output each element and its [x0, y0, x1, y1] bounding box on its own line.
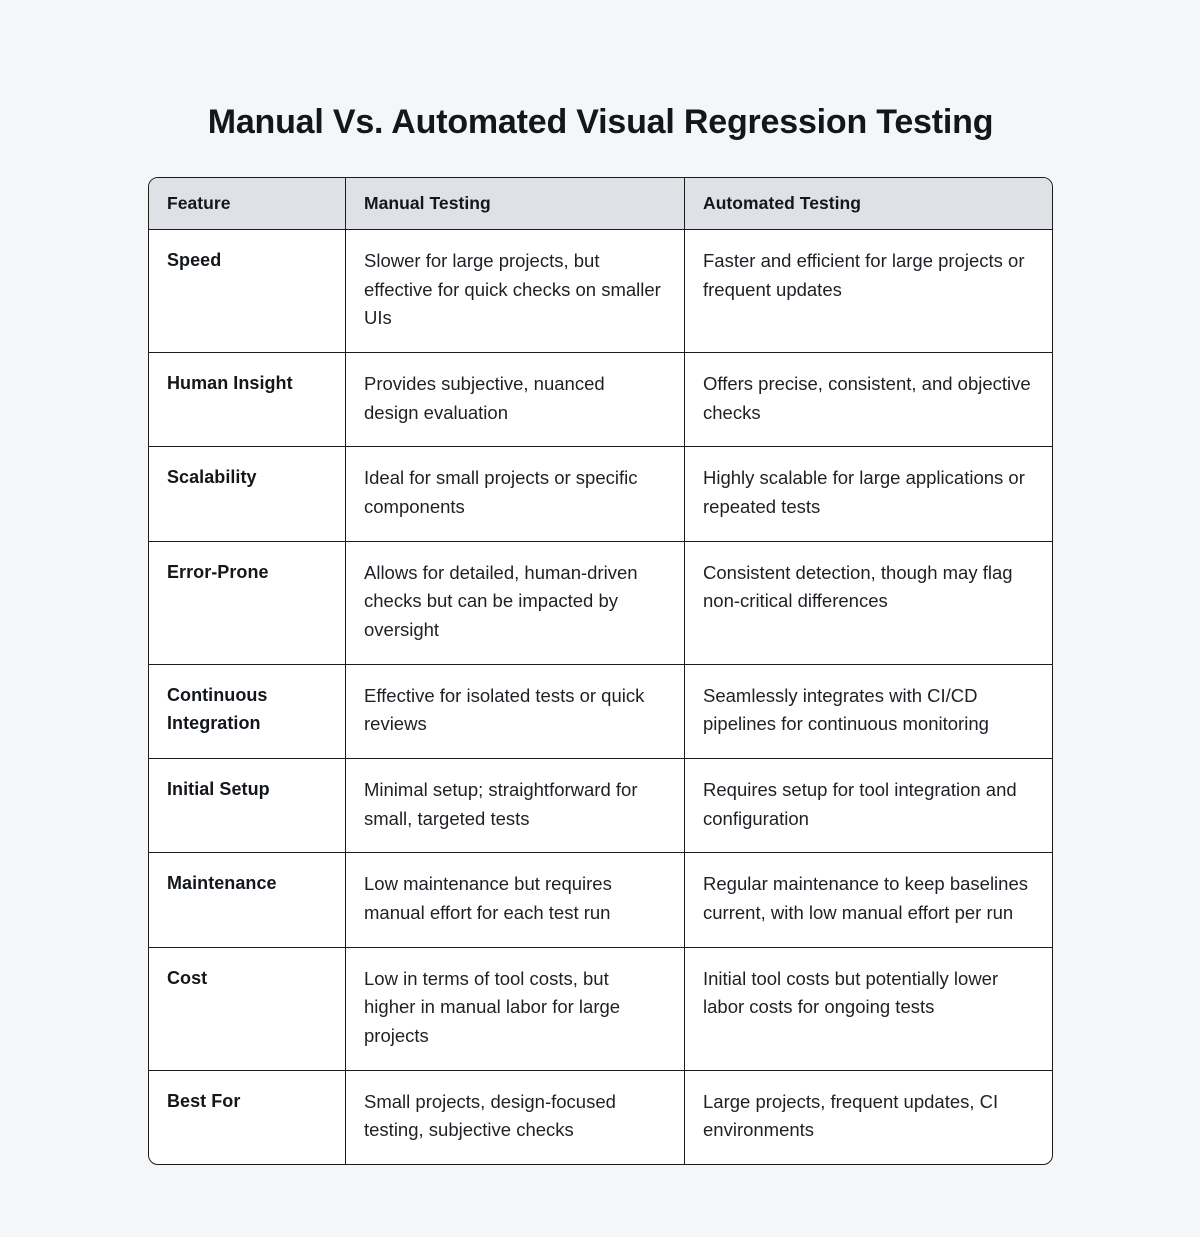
cell-feature: Maintenance	[149, 853, 345, 948]
cell-feature: Human Insight	[149, 353, 345, 448]
cell-manual: Small projects, design-focused testing, …	[345, 1070, 684, 1165]
table-row: Scalability Ideal for small projects or …	[149, 447, 1052, 542]
cell-feature: Cost	[149, 948, 345, 1071]
column-header-manual-testing: Manual Testing	[345, 178, 684, 230]
comparison-table-container: Feature Manual Testing Automated Testing…	[148, 177, 1053, 1166]
cell-automated: Offers precise, consistent, and objectiv…	[684, 353, 1052, 448]
page-title: Manual Vs. Automated Visual Regression T…	[207, 102, 994, 141]
table-row: Continuous Integration Effective for iso…	[149, 664, 1052, 760]
cell-automated: Requires setup for tool integration and …	[684, 759, 1052, 854]
cell-automated: Large projects, frequent updates, CI env…	[684, 1070, 1052, 1165]
cell-automated: Highly scalable for large applications o…	[684, 447, 1052, 542]
cell-feature: Speed	[149, 230, 345, 354]
table-body: Speed Slower for large projects, but eff…	[149, 230, 1052, 1165]
cell-feature: Best For	[167, 1090, 241, 1111]
cell-feature: Scalability	[149, 447, 345, 542]
cell-feature: Continuous Integration	[149, 665, 345, 760]
table-header: Feature Manual Testing Automated Testing	[149, 178, 1052, 230]
cell-manual: Low in terms of tool costs, but higher i…	[345, 947, 684, 1071]
cell-manual: Ideal for small projects or specific com…	[345, 447, 684, 542]
cell-automated: Regular maintenance to keep baselines cu…	[684, 853, 1052, 948]
cell-manual: Slower for large projects, but effective…	[345, 230, 684, 354]
cell-feature: Initial Setup	[149, 759, 345, 854]
cell-manual: Allows for detailed, human-driven checks…	[345, 541, 684, 665]
column-header-feature: Feature	[149, 178, 345, 230]
table-row: Error-Prone Allows for detailed, human-d…	[149, 541, 1052, 665]
cell-automated: Initial tool costs but potentially lower…	[684, 947, 1052, 1071]
table-row: Cost Low in terms of tool costs, but hig…	[149, 947, 1052, 1071]
table-row: Human Insight Provides subjective, nuanc…	[149, 353, 1052, 448]
comparison-table: Feature Manual Testing Automated Testing…	[148, 177, 1053, 1166]
cell-automated: Consistent detection, though may flag no…	[684, 541, 1052, 665]
cell-manual: Provides subjective, nuanced design eval…	[345, 353, 684, 448]
table-row: Initial Setup Minimal setup; straightfor…	[149, 759, 1052, 854]
table-row: Best For Small projects, design-focused …	[149, 1070, 1052, 1165]
column-header-automated-testing: Automated Testing	[684, 178, 1052, 230]
cell-manual: Effective for isolated tests or quick re…	[345, 664, 684, 760]
cell-manual: Low maintenance but requires manual effo…	[345, 853, 684, 948]
cell-automated: Seamlessly integrates with CI/CD pipelin…	[684, 664, 1052, 760]
table-header-row: Feature Manual Testing Automated Testing	[149, 178, 1052, 230]
table-row: Speed Slower for large projects, but eff…	[149, 230, 1052, 354]
table-row: Maintenance Low maintenance but requires…	[149, 853, 1052, 948]
cell-feature: Error-Prone	[149, 542, 345, 665]
cell-automated: Faster and efficient for large projects …	[684, 230, 1052, 354]
cell-manual: Minimal setup; straightforward for small…	[345, 759, 684, 854]
